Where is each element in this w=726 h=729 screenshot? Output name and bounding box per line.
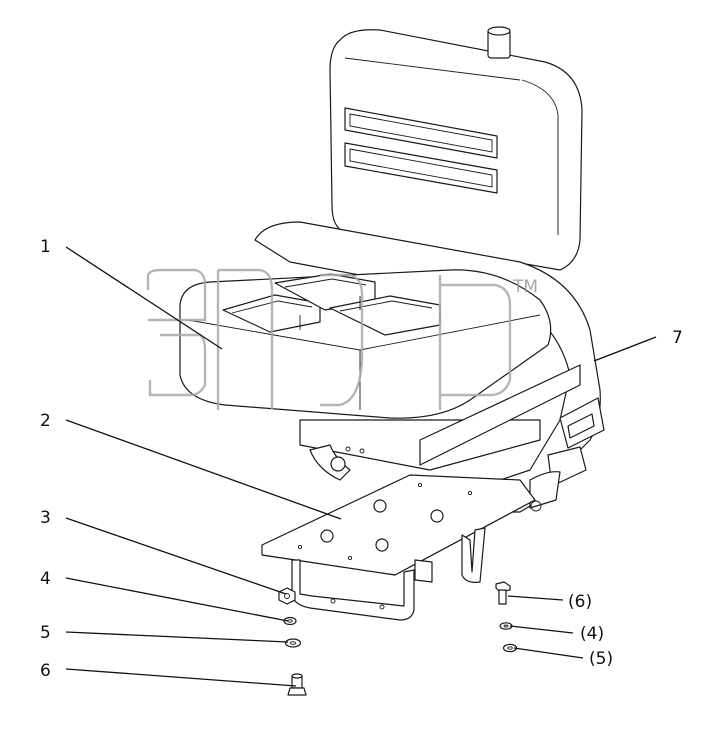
flat-washer-5: [284, 638, 302, 648]
callout-5-paren: (5): [589, 649, 613, 669]
lower-bracket: [291, 527, 486, 621]
seat-cushion: [179, 269, 552, 419]
watermark-trademark: TM: [512, 277, 538, 297]
seat-base-frame: [299, 364, 581, 484]
callout-5: 5: [40, 623, 51, 643]
mounting-plate: [261, 474, 536, 576]
nut-3: [278, 587, 296, 605]
callout-6: 6: [40, 661, 51, 681]
bolt-6b: [495, 581, 511, 605]
callout-6-paren: (6): [568, 592, 592, 612]
watermark-logo: TM: [146, 268, 538, 410]
callout-7: 7: [672, 328, 683, 348]
bolt-6: [287, 673, 307, 696]
callout-4: 4: [40, 569, 51, 589]
callout-labels: 1 2 3 4 5 6 7 (6) (4) (5): [40, 237, 683, 681]
callout-3: 3: [40, 508, 51, 528]
callout-1: 1: [40, 237, 51, 257]
callout-2: 2: [40, 411, 51, 431]
callout-4-paren: (4): [580, 624, 604, 644]
leader-lines: [65, 246, 657, 687]
seat-backrest: [329, 29, 583, 271]
backrest-knob: [487, 26, 511, 59]
